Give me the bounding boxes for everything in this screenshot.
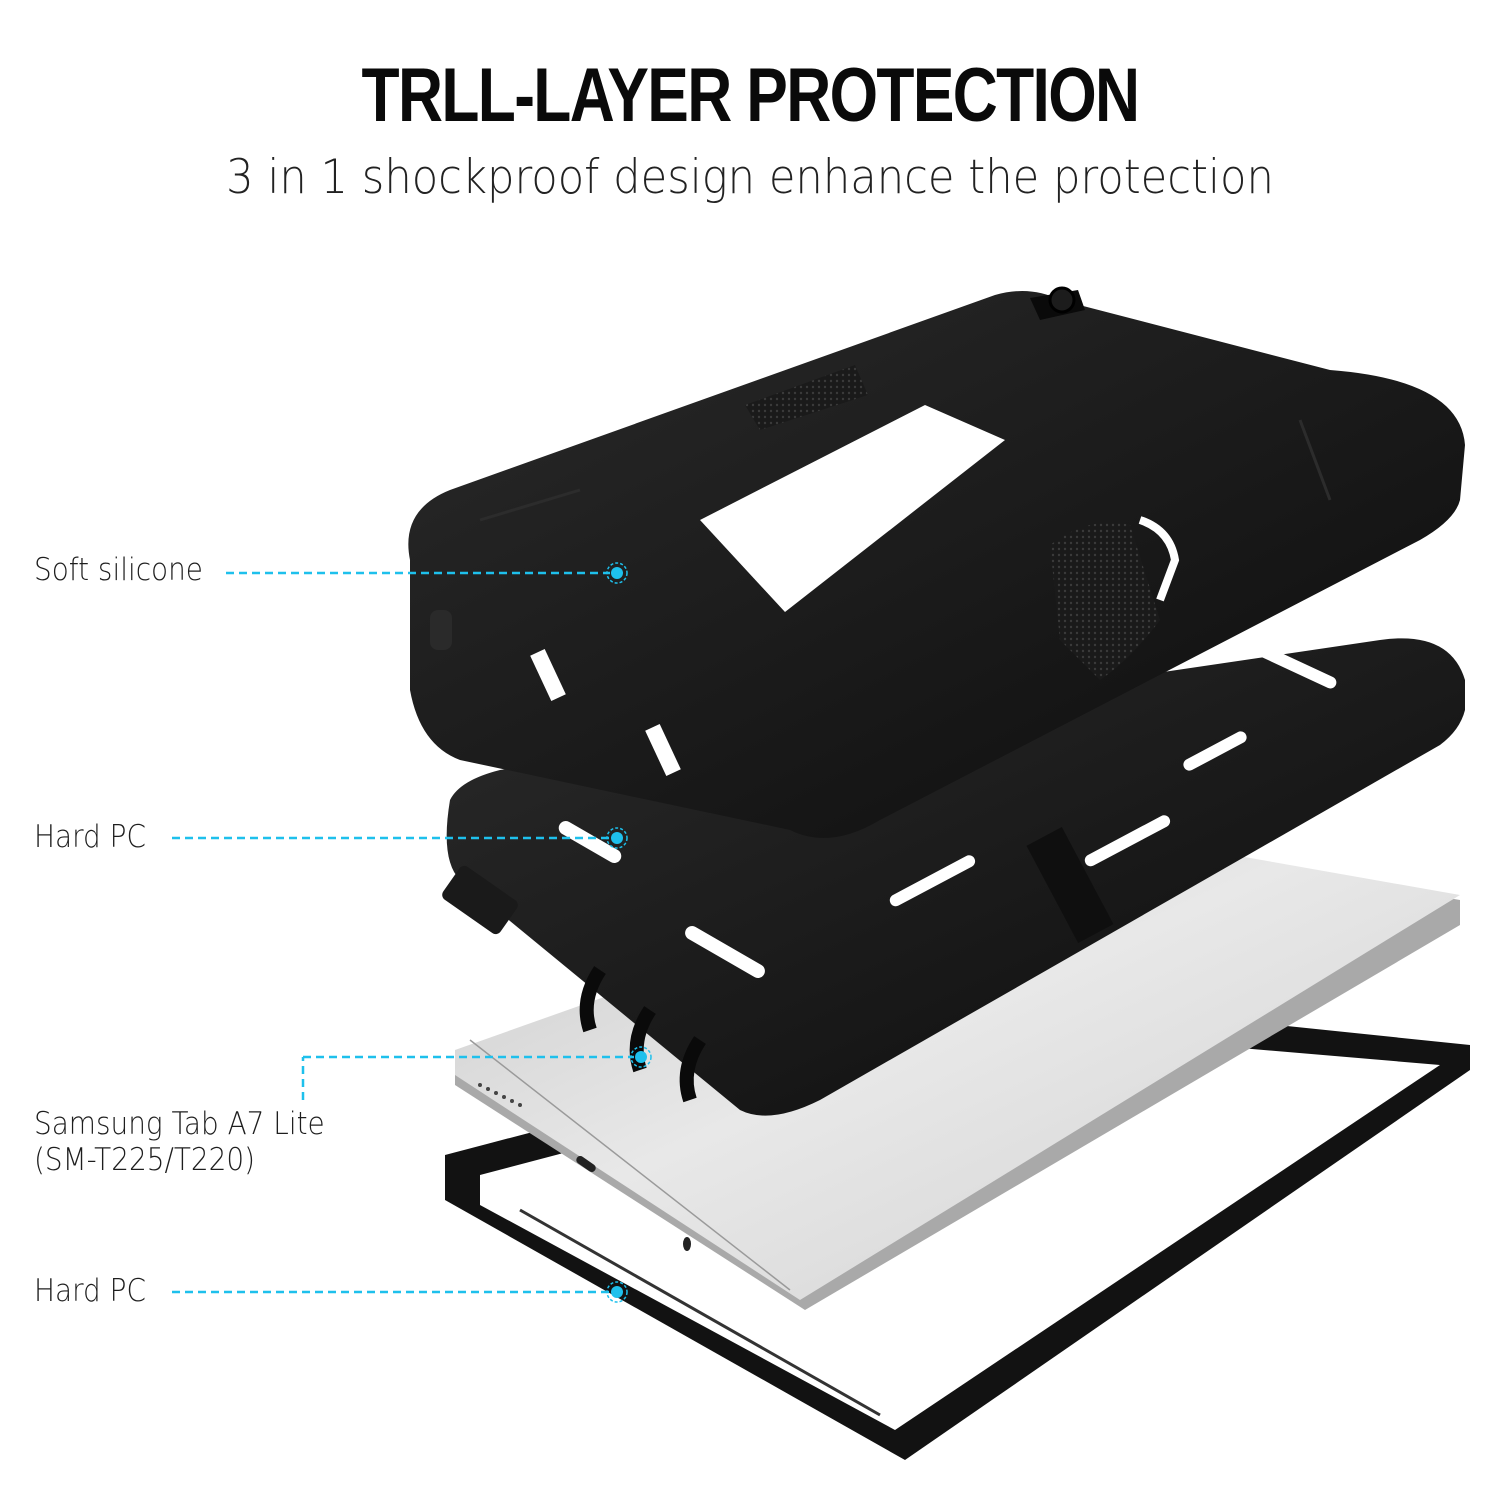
callout-label-tablet-sku: (SM-T225/T220) (34, 1142, 256, 1178)
page-title: TRLL-LAYER PROTECTION (361, 53, 1141, 138)
callout-label-soft-silicone: Soft silicone (34, 552, 203, 588)
callout-label-hard-pc-back: Hard PC (34, 819, 146, 855)
page-subtitle: 3 in 1 shockproof design enhance the pro… (226, 150, 1274, 205)
kickstand-grip (1050, 522, 1160, 680)
tablet-samsung-tab-a7-lite (455, 828, 1460, 1310)
kickstand-grip-top (745, 365, 868, 430)
lanyard-hole-icon (1048, 286, 1076, 314)
speaker-grille-icon (478, 1083, 522, 1107)
headphone-jack-icon (683, 1237, 691, 1251)
stand-window (700, 405, 1005, 612)
callout-label-hard-pc-front: Hard PC (34, 1273, 146, 1309)
callout-label-tablet-model: Samsung Tab A7 Lite (34, 1106, 325, 1142)
soft-silicone-shell (408, 286, 1465, 838)
usb-c-port-icon (576, 1155, 596, 1173)
